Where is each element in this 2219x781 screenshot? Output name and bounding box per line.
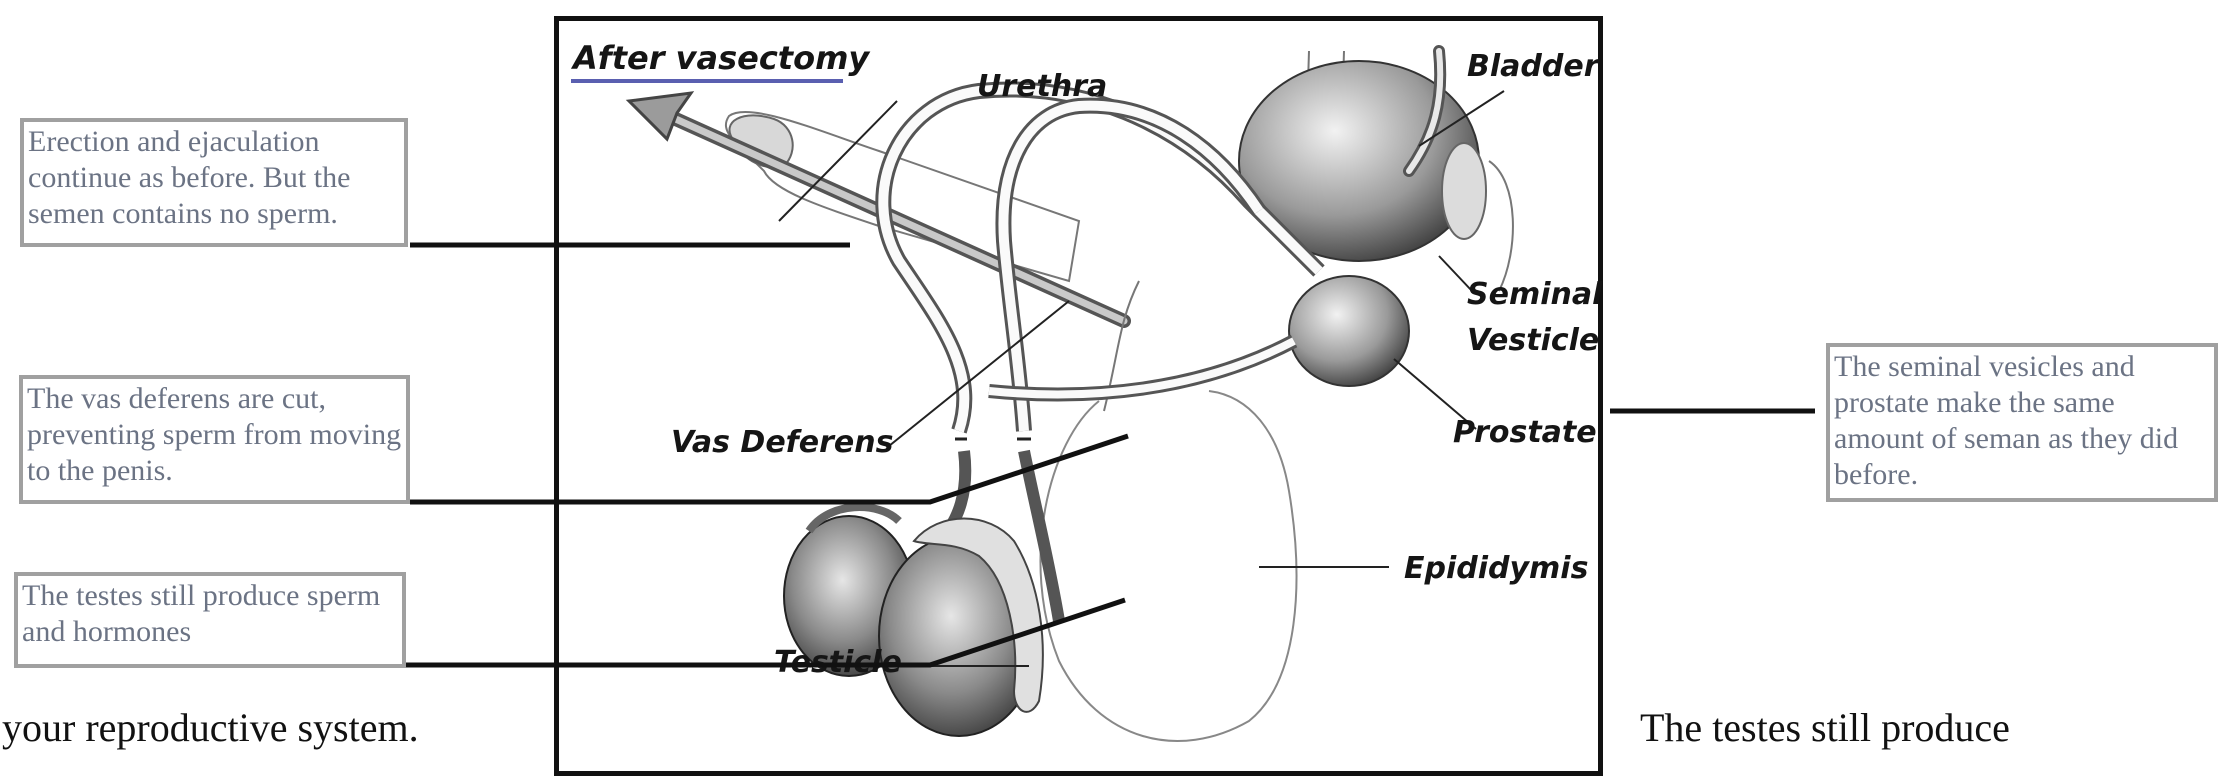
scrotum-outline: [1040, 391, 1296, 741]
callout-vas-cut: The vas deferens are cut, preventing spe…: [19, 375, 410, 504]
vasectomy-figure: After vasectomy Urethra Bladder Seminal …: [554, 16, 1603, 776]
label-epididymis: Epididymis: [1404, 551, 1588, 586]
anatomy-drawing: [559, 21, 1608, 781]
label-vas-deferens: Vas Deferens: [671, 425, 893, 460]
prostate: [1289, 276, 1409, 386]
label-testicle: Testicle: [774, 645, 902, 680]
background-text-left: your reproductive system.: [2, 706, 419, 750]
label-seminal-2: Vesticle: [1467, 323, 1599, 358]
callout-ejaculation: Erection and ejaculation continue as bef…: [20, 118, 408, 247]
vas-deferens-leader: [889, 301, 1069, 446]
background-text-right: The testes still produce: [1640, 706, 2010, 750]
seminal-vesicle: [1442, 143, 1486, 239]
diagram-title: After vasectomy: [573, 39, 869, 77]
callout-testes: The testes still produce sperm and hormo…: [14, 572, 406, 668]
label-prostate: Prostate: [1453, 415, 1597, 450]
callout-seminal: The seminal vesicles and prostate make t…: [1826, 343, 2218, 502]
vas-deferens-right: [1003, 106, 1259, 431]
label-seminal-1: Seminal: [1467, 277, 1602, 312]
label-bladder: Bladder: [1467, 49, 1598, 84]
label-urethra: Urethra: [977, 69, 1107, 104]
